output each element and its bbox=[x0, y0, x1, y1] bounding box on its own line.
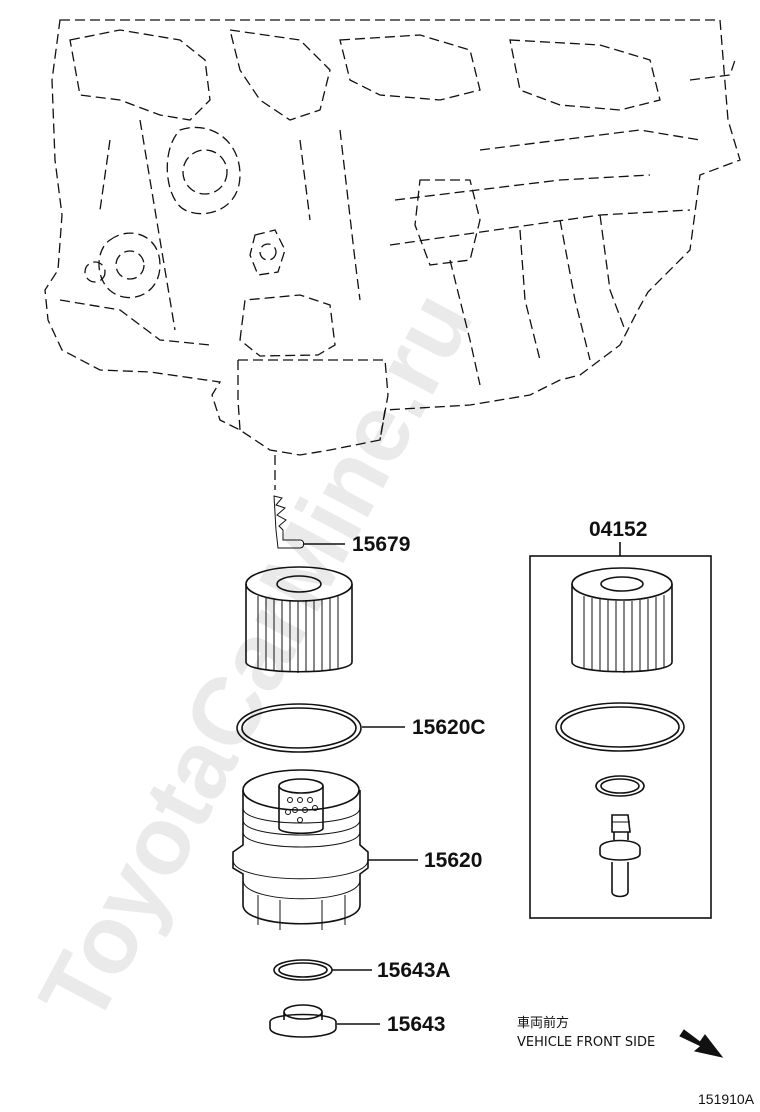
part-number-15620C: 15620C bbox=[412, 716, 486, 739]
kit-oring-small-illustration bbox=[595, 775, 645, 797]
filter-cap-15620-illustration bbox=[232, 769, 369, 930]
drain-plug-15643-illustration bbox=[269, 1004, 337, 1038]
part-number-15620: 15620 bbox=[424, 849, 482, 872]
illustration-id: 151910A bbox=[698, 1091, 755, 1107]
kit-drain-valve-illustration bbox=[599, 814, 641, 898]
watermark: ToyotaCarMine.ru bbox=[19, 275, 493, 1040]
front-direction-arrow-icon bbox=[679, 1029, 724, 1058]
filter-element-illustration bbox=[245, 566, 353, 673]
part-15679-illustration bbox=[273, 495, 305, 549]
direction-label-japanese: 車両前方 bbox=[517, 1015, 569, 1031]
oring-15643A-illustration bbox=[273, 959, 333, 981]
kit-04152-box bbox=[529, 555, 712, 919]
kit-filter-element-illustration bbox=[571, 567, 673, 673]
part-number-15679: 15679 bbox=[352, 533, 410, 556]
part-number-04152: 04152 bbox=[589, 518, 647, 541]
engine-block-illustration bbox=[44, 19, 741, 490]
oring-15620C-illustration bbox=[236, 703, 362, 753]
direction-label-english: VEHICLE FRONT SIDE bbox=[517, 1035, 655, 1050]
part-number-15643A: 15643A bbox=[377, 959, 451, 982]
kit-oring-large-illustration bbox=[555, 702, 685, 752]
part-number-15643: 15643 bbox=[387, 1013, 445, 1036]
